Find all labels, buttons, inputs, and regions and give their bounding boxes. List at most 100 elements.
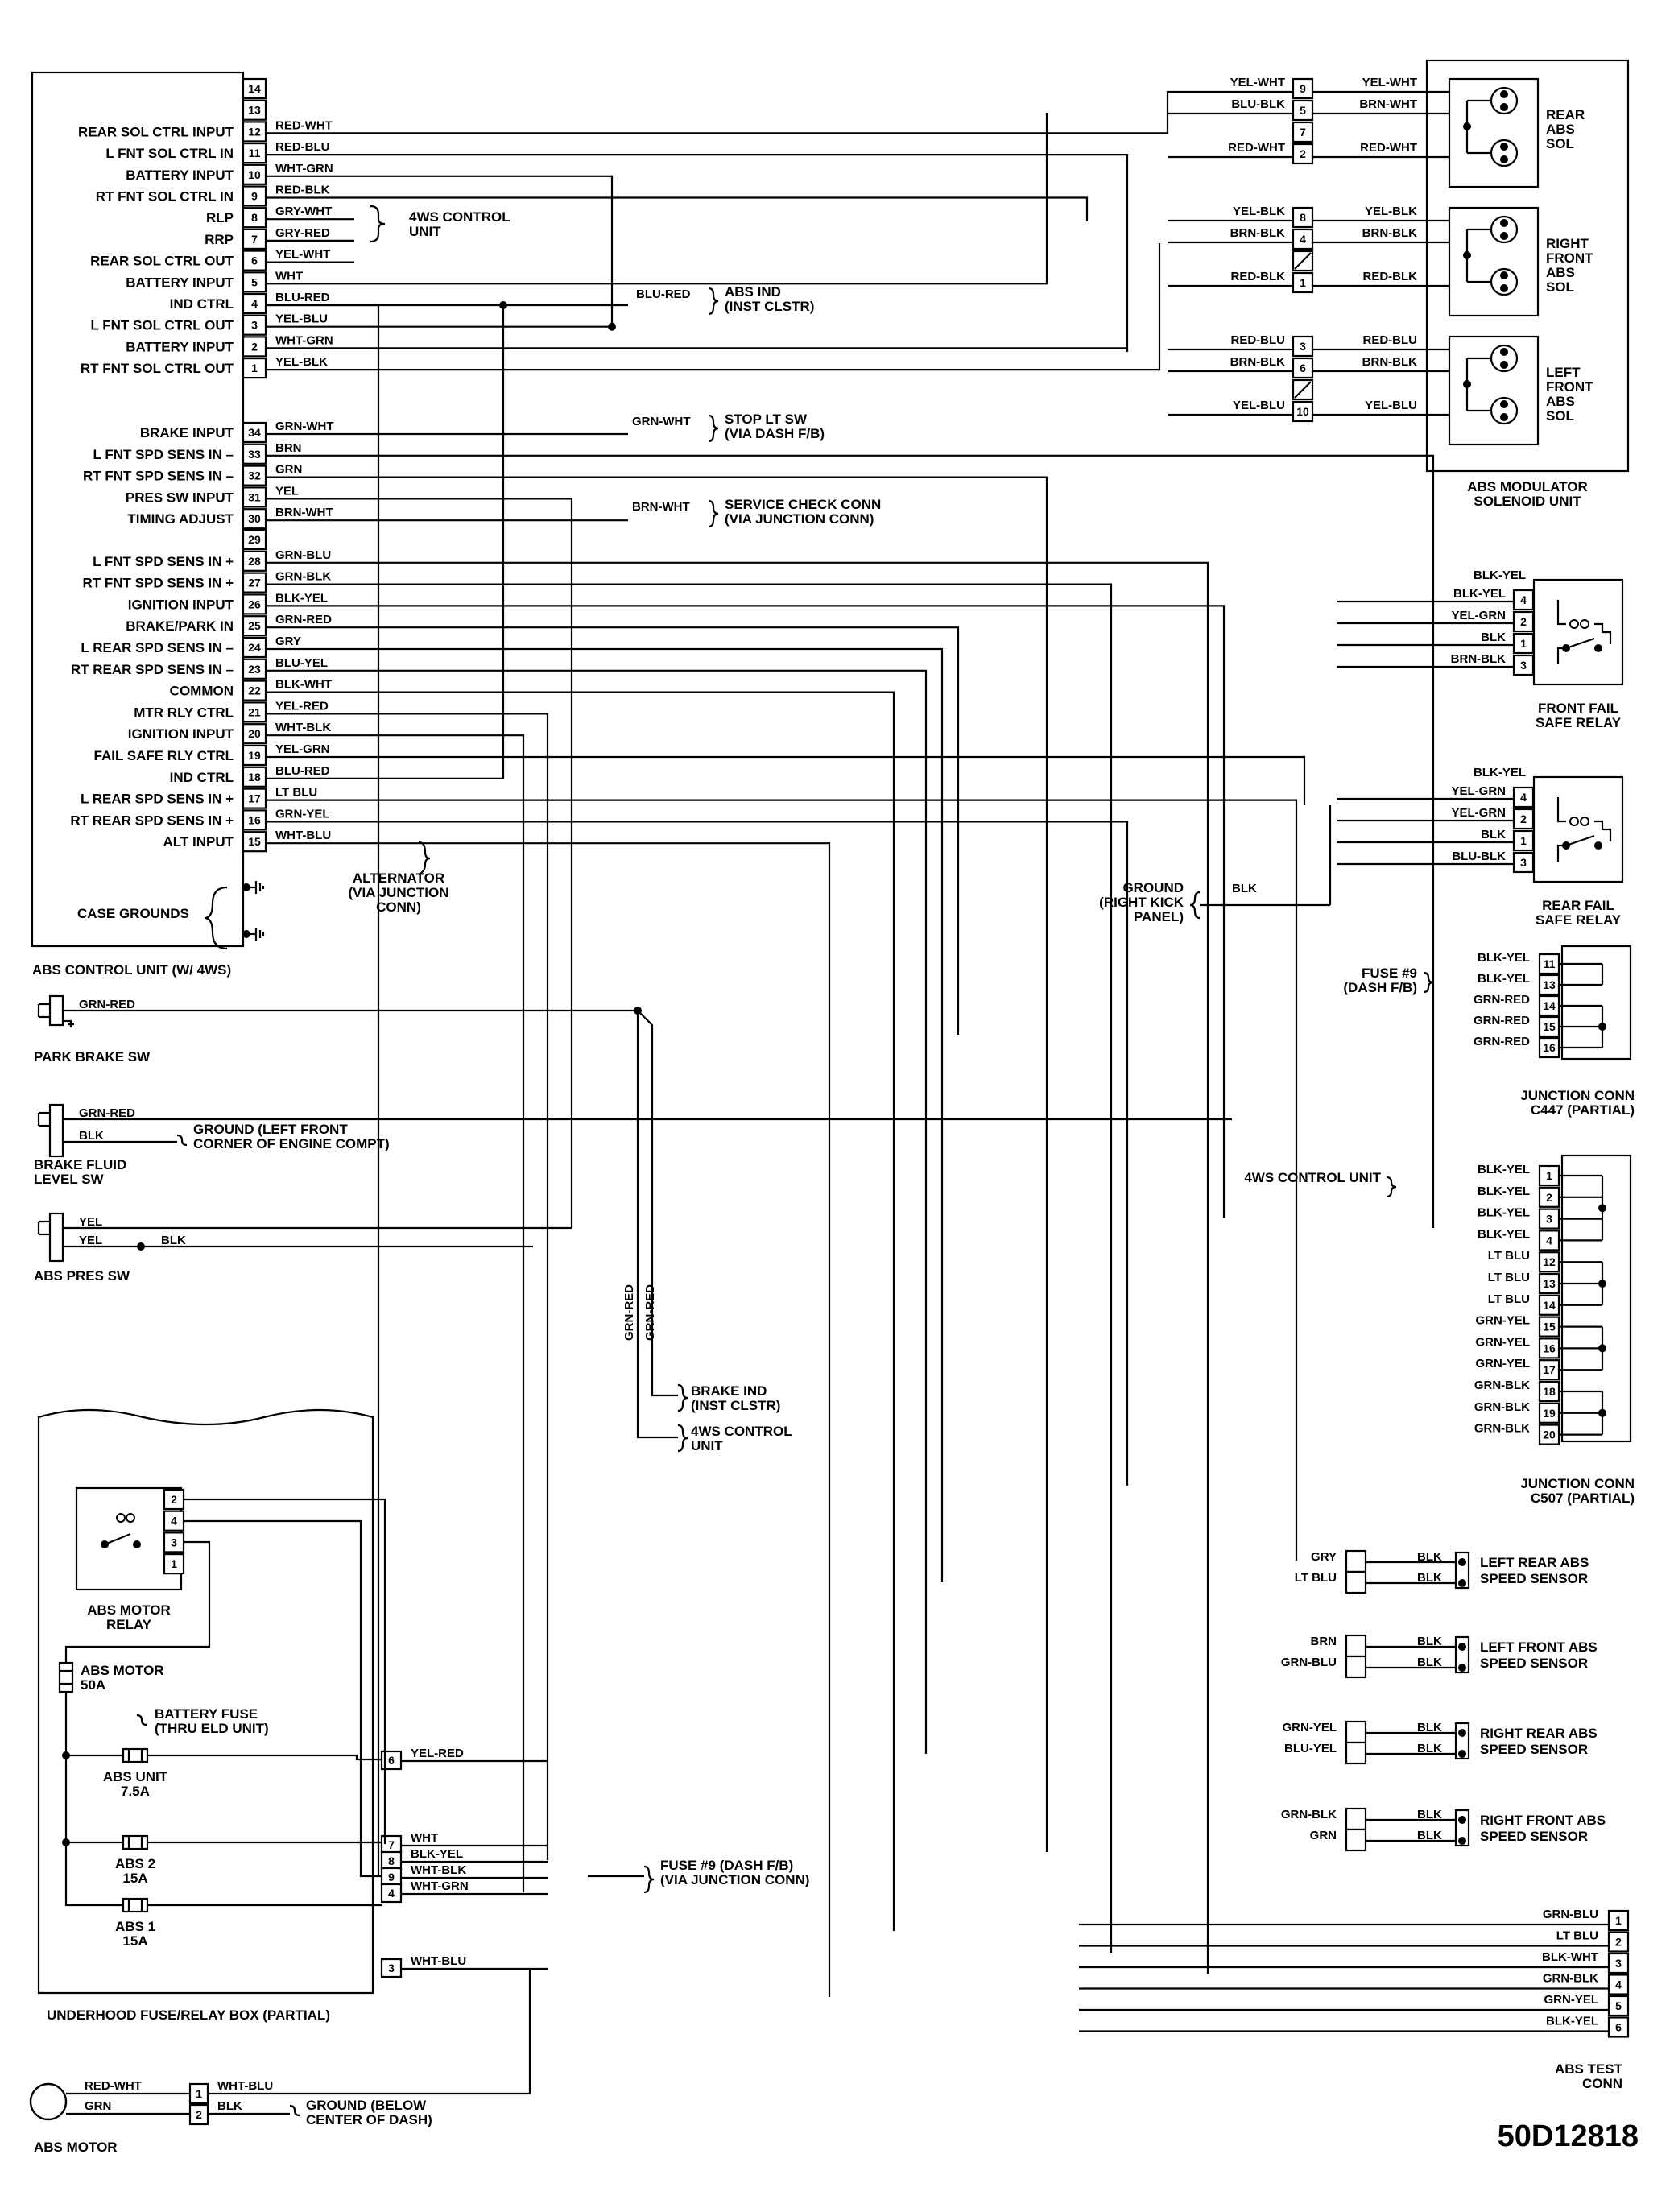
- relay-top-wire: BLK-YEL: [1474, 569, 1526, 582]
- ecu-wire-color: GRY-RED: [275, 226, 330, 240]
- relay-name: SAFE RELAY: [1536, 912, 1622, 928]
- modulator-wire-out: YEL-BLK: [1365, 205, 1417, 218]
- splice-dot: [1458, 1816, 1466, 1824]
- c507-wire: GRN-BLK: [1474, 1422, 1530, 1436]
- solenoid-name: ABS: [1546, 122, 1575, 137]
- ecu-pin-number: 24: [248, 641, 261, 654]
- c507-wire: GRN-BLK: [1474, 1400, 1530, 1414]
- fusebox-out-wire: WHT-GRN: [411, 1879, 469, 1893]
- c447-name: C447 (PARTIAL): [1531, 1102, 1635, 1118]
- ecu-pin-label: RT FNT SPD SENS IN –: [83, 469, 234, 484]
- sensor-ground: BLK: [1417, 1656, 1442, 1669]
- fusebox-out-wire: YEL-RED: [411, 1747, 464, 1760]
- abs-motor-wire: WHT-BLU: [217, 2079, 273, 2093]
- kick-panel-wire: BLK: [1232, 882, 1257, 895]
- modulator-pin-box: [1292, 121, 1314, 143]
- abs-motor-ground: GROUND (BELOW: [306, 2098, 427, 2113]
- abs-motor-wire: RED-WHT: [85, 2079, 142, 2093]
- modulator-wire-in: YEL-WHT: [1230, 76, 1285, 89]
- ecu-pin-box: [242, 744, 267, 767]
- c447-pin-number: 11: [1544, 957, 1556, 970]
- splice-dot: [1598, 1204, 1606, 1213]
- c507-pin-box: [1538, 1359, 1560, 1381]
- ecu-pin-box: [242, 593, 267, 615]
- ecu-wire-color: WHT-BLK: [275, 721, 331, 734]
- switch-body-icon: [48, 994, 64, 1027]
- ecu-pin-number: 20: [248, 727, 261, 740]
- relay-top-wire: BLK-YEL: [1474, 766, 1526, 779]
- modulator-pin-box: [1292, 400, 1314, 423]
- switch-body-icon: [48, 1212, 64, 1263]
- splice-dot: [1500, 90, 1508, 98]
- ecu-pin-label: IGNITION INPUT: [128, 726, 234, 742]
- relay-pin-number: 2: [1520, 615, 1527, 628]
- modulator-wire-out: YEL-WHT: [1362, 76, 1417, 89]
- c507-name: C507 (PARTIAL): [1531, 1491, 1635, 1506]
- sensor-ground: BLK: [1417, 1721, 1442, 1734]
- c507-pin-number: 13: [1543, 1277, 1556, 1290]
- fuse-rating: 15A: [122, 1933, 147, 1949]
- abs-pres-wire: BLK: [161, 1234, 186, 1247]
- ecu-pin-number: 27: [248, 577, 261, 589]
- abs-motor-relay-name: ABS MOTOR: [87, 1602, 171, 1618]
- test-conn-pin-box: [1607, 1931, 1630, 1953]
- sensor-ground: BLK: [1417, 1550, 1442, 1564]
- splice-dot: [1598, 1408, 1606, 1417]
- splice-dot: [1458, 1558, 1466, 1566]
- relay-coil-icon: [1569, 817, 1579, 826]
- ecu-pin-label: FAIL SAFE RLY CTRL: [94, 748, 234, 763]
- ecu-pin-label: RT FNT SPD SENS IN +: [83, 576, 234, 591]
- splice-dot: [1500, 271, 1508, 279]
- test-conn-name: ABS TEST: [1555, 2061, 1623, 2077]
- relay-wire: YEL-GRN: [1452, 784, 1507, 798]
- abs-pres-name: ABS PRES SW: [34, 1268, 130, 1284]
- test-conn-wire: BLK-WHT: [1542, 1950, 1598, 1964]
- c507-pin-box: [1538, 1251, 1560, 1273]
- ecu-pin-number: 34: [248, 426, 261, 439]
- solenoid-name: REAR: [1546, 107, 1585, 122]
- service-check-wire: BRN-WHT: [632, 500, 690, 514]
- splice-dot: [1594, 644, 1602, 652]
- ecu-pin-label: RT REAR SPD SENS IN +: [70, 812, 234, 828]
- ecu-wire-color: LT BLU: [275, 786, 317, 800]
- c507-pin-number: 12: [1543, 1255, 1556, 1268]
- ecu-wire-color: BRN: [275, 441, 302, 455]
- modulator-pin-box: [1292, 206, 1314, 229]
- solenoid-name: FRONT: [1546, 379, 1593, 395]
- c447-fuse-label: FUSE #9: [1362, 965, 1417, 981]
- fuse-name: ABS 1: [115, 1919, 155, 1934]
- relay-pin-number: 2: [1520, 812, 1527, 825]
- splice-dot: [62, 1838, 70, 1846]
- modulator-wire-in: BRN-BLK: [1230, 226, 1285, 240]
- c507-name: JUNCTION CONN: [1520, 1476, 1635, 1491]
- modulator-wire-out: BRN-WHT: [1359, 97, 1417, 111]
- sensor-ground: BLK: [1417, 1829, 1442, 1842]
- modulator-name: SOLENOID UNIT: [1474, 494, 1581, 509]
- c507-pin-number: 3: [1546, 1213, 1552, 1226]
- ecu-pin-box: [242, 766, 267, 788]
- c507-pin-box: [1538, 1338, 1560, 1359]
- ecu-wire-color: BLU-YEL: [275, 656, 328, 670]
- ecu-pin-number: 22: [248, 684, 261, 697]
- modulator-pin-number: 9: [1300, 82, 1306, 95]
- test-conn-wire: GRN-BLK: [1543, 1972, 1598, 1986]
- brake-fluid-wire: GRN-RED: [79, 1106, 135, 1120]
- ecu-pin-box: [242, 163, 267, 185]
- fuse-icon: [122, 1834, 149, 1850]
- ecu-pin-label: IND CTRL: [170, 296, 234, 312]
- fusebox-name: UNDERHOOD FUSE/RELAY BOX (PARTIAL): [47, 2007, 330, 2023]
- test-conn-pin-box: [1607, 2016, 1630, 2038]
- ecu-pin-label: RLP: [206, 210, 234, 225]
- brake-fluid-name: BRAKE FLUID: [34, 1157, 126, 1172]
- brake-ind-note: BRAKE IND: [691, 1383, 767, 1399]
- park-brake-wire: GRN-RED: [79, 998, 135, 1011]
- c507-wire: BLK-YEL: [1478, 1227, 1530, 1241]
- ecu-pin-box: [242, 228, 267, 250]
- ecu-pin-box: [242, 143, 267, 164]
- splice-dot: [1500, 348, 1508, 356]
- fusebox-out-pin: 7: [388, 1838, 395, 1851]
- ecu-wire-color: WHT-BLU: [275, 829, 331, 842]
- sensor-conn-box: [1345, 1807, 1367, 1831]
